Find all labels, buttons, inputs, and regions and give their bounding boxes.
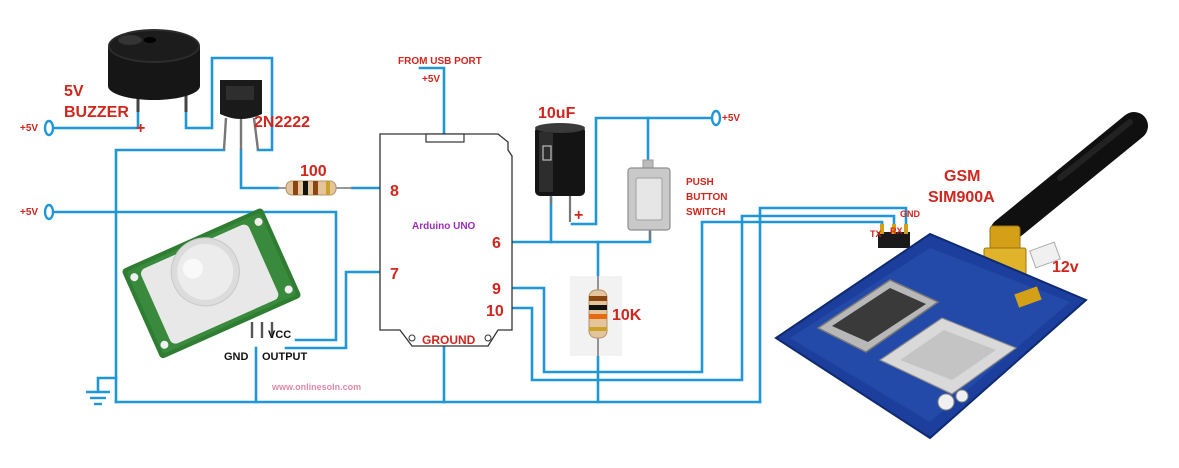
power-terminal-icon (43, 203, 55, 221)
gsm-tx-label: TX (870, 229, 882, 239)
arduino-outline (379, 133, 513, 347)
wire-switch-supply (646, 116, 716, 170)
buzzer-plus-label: + (136, 120, 145, 137)
pir-supply-label: +5V (20, 207, 38, 218)
wire-buzzer-supply (50, 108, 140, 130)
gsm-module-icon (774, 112, 1148, 440)
arduino-label: Arduino UNO (412, 221, 476, 232)
buzzer-icon (108, 29, 200, 112)
power-terminals (43, 109, 722, 221)
transistor-icon (220, 80, 262, 151)
wire-pin10-to-gsm-rx (510, 214, 896, 382)
resistor-100-label: 100 (300, 163, 327, 180)
wire-pin6 (510, 228, 652, 244)
switch-label: SWITCH (686, 207, 725, 218)
pir-gnd-label: GND (224, 351, 249, 363)
pin-6-label: 6 (492, 235, 501, 252)
buzzer-supply-label: +5V (20, 123, 38, 134)
wire-pir-output-to-pin7 (284, 270, 382, 350)
wire-pir-supply (50, 210, 338, 342)
gsm-gnd-label: GND (900, 209, 921, 219)
wire-capacitor-plus (570, 116, 650, 226)
ground-icon (86, 390, 110, 406)
wires (50, 56, 908, 404)
labels: FROM USB PORT +5V 5V BUZZER + +5V 2N2222… (20, 56, 1079, 392)
wire-transistor-emitter-ground (114, 148, 226, 404)
resistor-icon (278, 180, 352, 196)
pir-vcc-label: VCC (268, 329, 291, 341)
transistor-label: 2N2222 (254, 114, 310, 131)
ground-label: GROUND (422, 333, 476, 347)
usb-plus5v-label: +5V (422, 74, 440, 85)
wire-buzzer-to-transistor (184, 56, 274, 152)
watermark: www.onlinesoln.com (271, 382, 361, 392)
capacitor-icon (535, 123, 585, 222)
gsm-rx-label: RX (890, 226, 903, 236)
pir-output-label: OUTPUT (262, 351, 308, 363)
push-button-icon (627, 159, 671, 240)
pin-7-label: 7 (390, 266, 399, 283)
power-terminal-icon (710, 109, 722, 127)
gsm-label: GSM (944, 168, 980, 185)
buzzer-voltage-label: 5V (64, 83, 84, 100)
usb-socket (425, 133, 465, 143)
capacitor-plus-label: + (574, 207, 583, 224)
button-label: BUTTON (686, 192, 727, 203)
resistor-10k-label: 10K (612, 307, 642, 324)
push-label: PUSH (686, 177, 714, 188)
sim900a-label: SIM900A (928, 189, 995, 206)
power-terminal-icon (43, 119, 55, 137)
wire-usb-supply (418, 66, 446, 136)
arduino-uno (379, 133, 513, 347)
gsm-voltage-label: 12v (1052, 259, 1079, 276)
pir-sensor-icon (122, 208, 301, 359)
usb-port-label: FROM USB PORT (398, 56, 482, 67)
wire-ground-symbol (96, 376, 118, 394)
pin-9-label: 9 (492, 281, 501, 298)
switch-supply-label: +5V (722, 113, 740, 124)
resistor-icon (570, 276, 622, 356)
buzzer-name-label: BUZZER (64, 104, 129, 121)
capacitor-label: 10uF (538, 105, 576, 122)
wire-gsm-gnd (758, 206, 908, 404)
wire-pin9-to-gsm-tx (510, 220, 884, 374)
pin-10-label: 10 (486, 303, 504, 320)
pin-8-label: 8 (390, 183, 399, 200)
wire-transistor-base-to-resistor (239, 148, 280, 190)
